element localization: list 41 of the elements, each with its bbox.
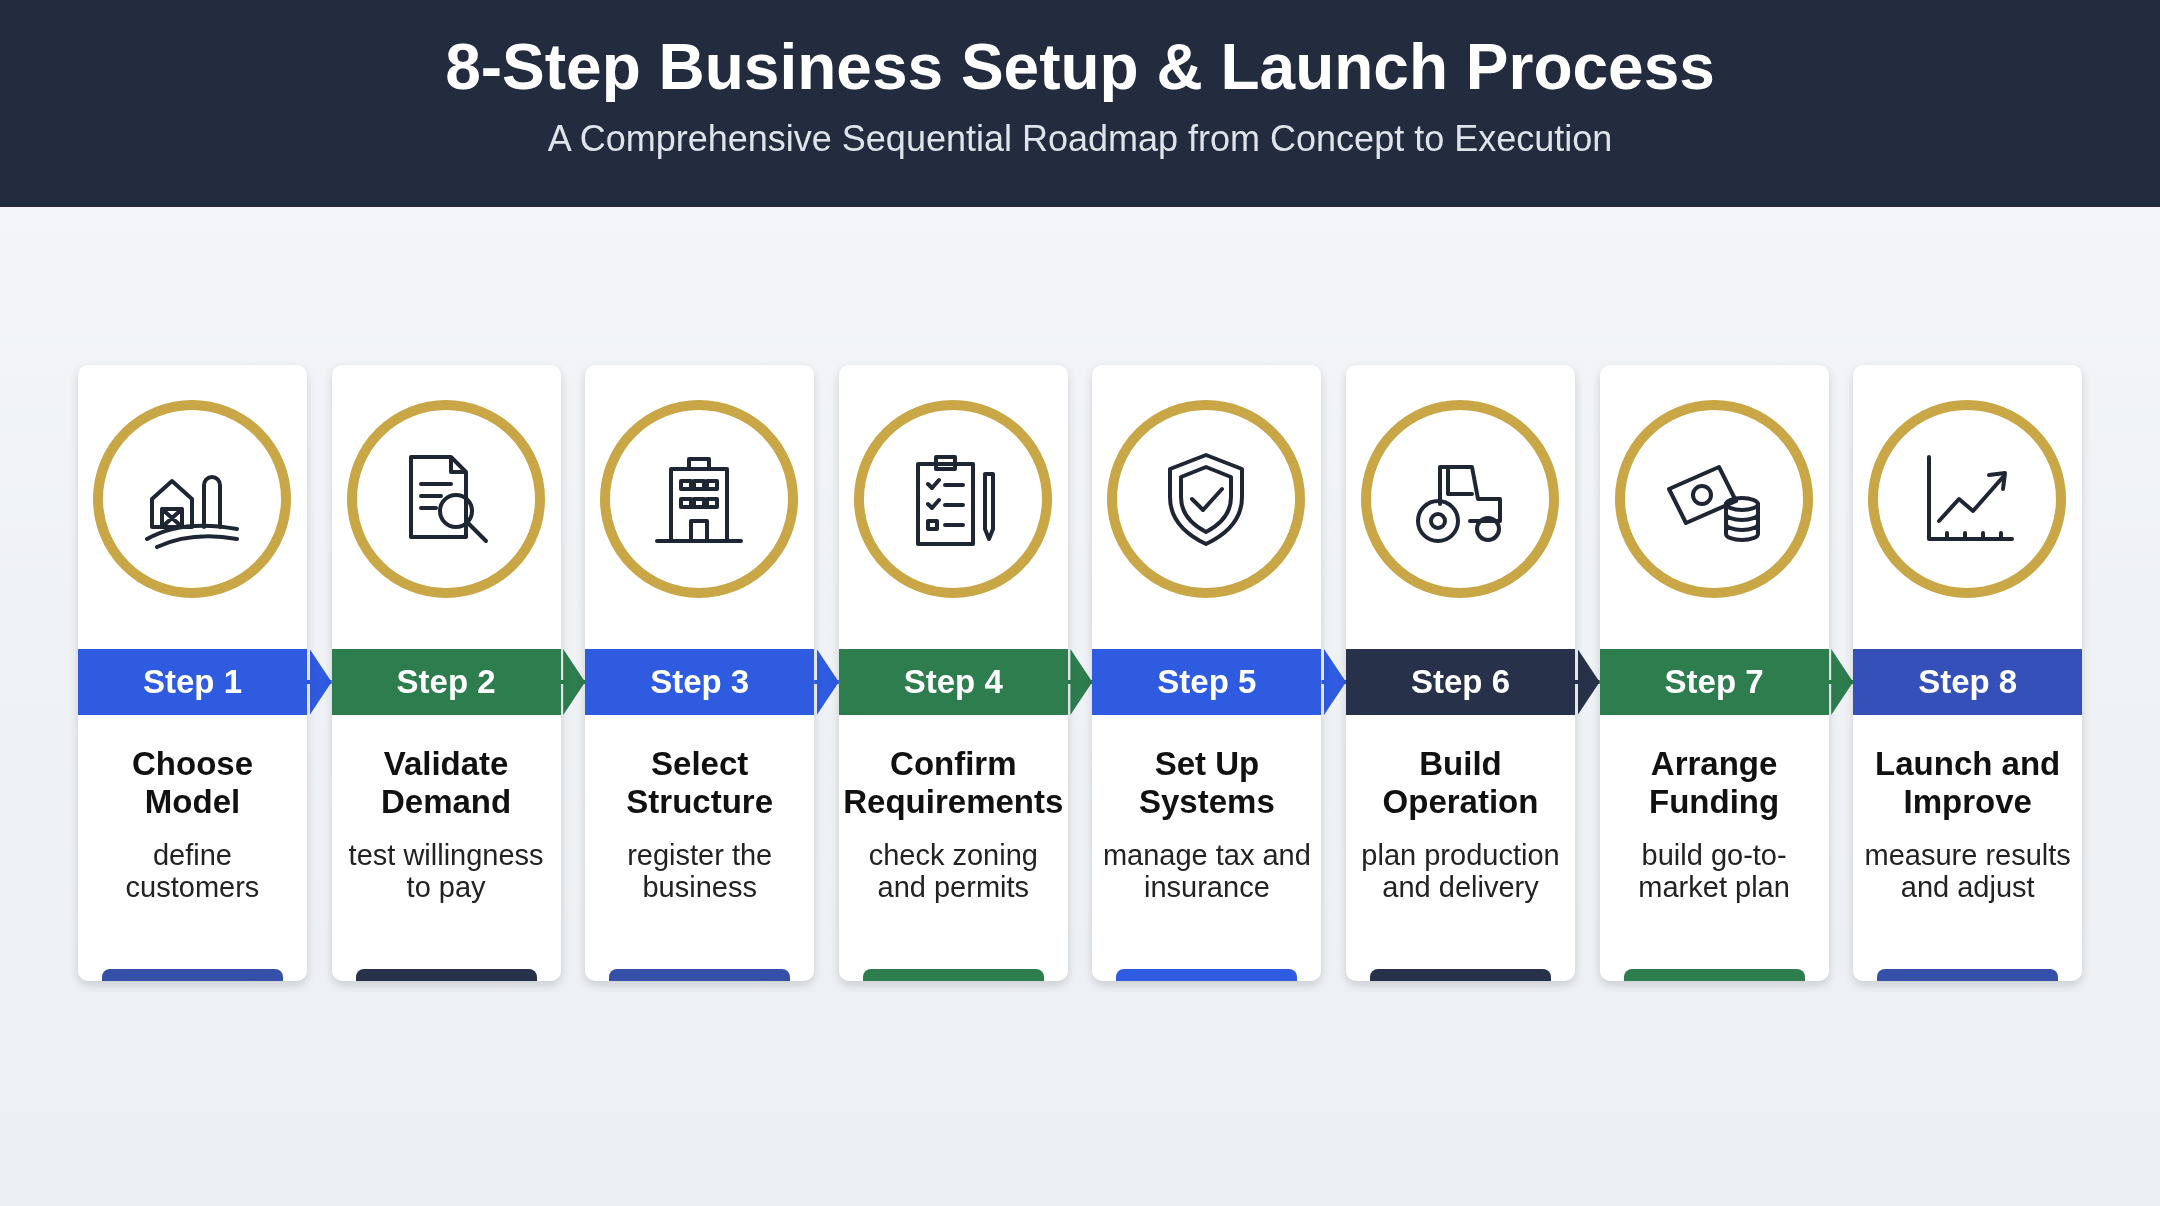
step-description: manage tax and insurance bbox=[1102, 839, 1312, 903]
arrow bbox=[1828, 649, 1854, 715]
step-description: test willingness to pay bbox=[347, 839, 545, 903]
step-description: check zoning and permits bbox=[867, 839, 1039, 903]
step-title: Choose Model bbox=[131, 745, 254, 821]
step-title: Select Structure bbox=[625, 745, 775, 821]
step-card bbox=[1092, 365, 1322, 981]
step-title: Set Up Systems bbox=[1138, 745, 1276, 821]
step-banner: Step 5 bbox=[1092, 649, 1322, 715]
step-banner: Step 1 bbox=[78, 649, 307, 715]
step-card bbox=[78, 365, 307, 981]
step-description: build go-to-market plan bbox=[1637, 839, 1791, 903]
arrow bbox=[814, 649, 839, 715]
step-card bbox=[1853, 365, 2083, 981]
step-banner: Step 6 bbox=[1346, 649, 1575, 715]
step-banner: Step 3 bbox=[585, 649, 815, 715]
step-description: define customers bbox=[124, 839, 261, 903]
arrow bbox=[1067, 649, 1093, 715]
step-card bbox=[585, 365, 815, 981]
step-description: plan production and delivery bbox=[1360, 839, 1561, 903]
step-title: Validate Demand bbox=[380, 745, 513, 821]
step-card bbox=[838, 365, 1068, 981]
arrow bbox=[1575, 649, 1600, 715]
arrow bbox=[560, 649, 586, 715]
step-banner: Step 8 bbox=[1853, 649, 2083, 715]
step-description: register the business bbox=[626, 839, 774, 903]
step-description: measure results and adjust bbox=[1863, 839, 2072, 903]
step-title: Arrange Funding bbox=[1648, 745, 1781, 821]
step-card bbox=[1346, 365, 1575, 981]
step-banner: Step 7 bbox=[1599, 649, 1829, 715]
step-banner: Step 2 bbox=[331, 649, 561, 715]
step-title: Launch and Improve bbox=[1874, 745, 2062, 821]
step-title: Build Operation bbox=[1381, 745, 1540, 821]
subtitle: A Comprehensive Sequential Roadmap from Concept to Execution bbox=[546, 118, 1614, 160]
arrow bbox=[307, 649, 332, 715]
title: 8-Step Business Setup & Launch Process bbox=[444, 30, 1716, 104]
step-banner: Step 4 bbox=[838, 649, 1068, 715]
step-card bbox=[1599, 365, 1829, 981]
arrow bbox=[1321, 649, 1346, 715]
step-card bbox=[331, 365, 561, 981]
step-title: Confirm Requirements bbox=[842, 745, 1064, 821]
